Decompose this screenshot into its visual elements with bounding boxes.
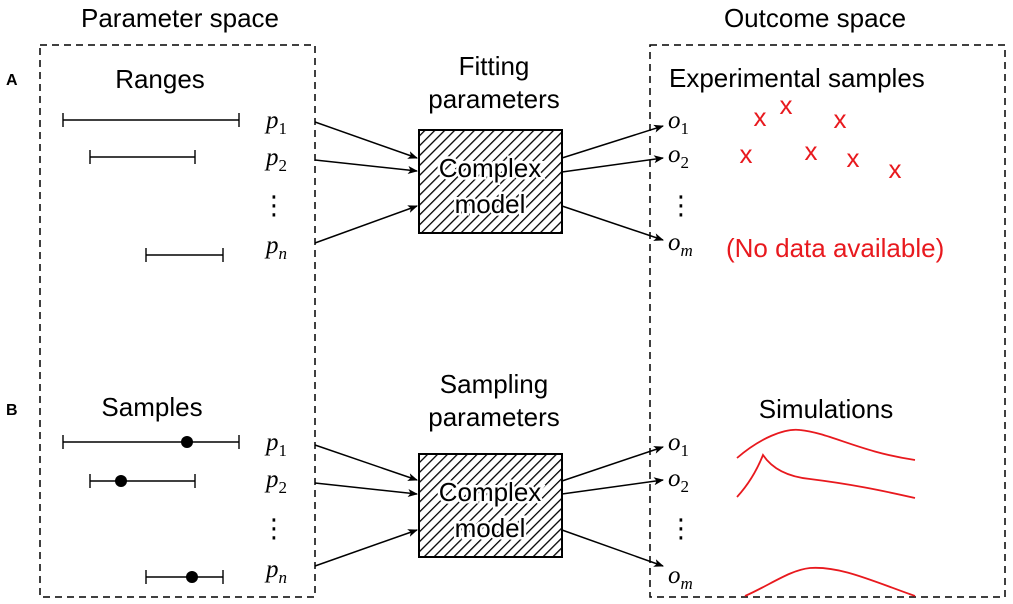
input-arrows-b [314, 444, 418, 567]
model-label-b-line2: model [455, 513, 526, 543]
simulations-title: Simulations [759, 394, 893, 424]
sample-bar-pn [145, 570, 224, 584]
simulation-curves [736, 428, 916, 597]
outcome-label-om-a: om [668, 229, 693, 260]
sampling-title-line2: parameters [428, 402, 560, 432]
complex-model-box-b [418, 453, 563, 558]
sample-bar-p1 [62, 435, 240, 449]
param-label-p2: p2 [264, 144, 287, 175]
outcome-dots-a: ⋮ [668, 190, 694, 220]
sample-marker: x [740, 139, 753, 169]
sample-point-p2 [115, 475, 127, 487]
outcome-label-o2-a: o2 [668, 141, 689, 172]
ranges-title: Ranges [115, 64, 205, 94]
output-arrows-b [561, 446, 664, 567]
sample-point-pn [186, 571, 198, 583]
sample-marker: x [805, 136, 818, 166]
complex-model-box-a [418, 129, 563, 234]
param-dots: ⋮ [261, 190, 287, 220]
parameter-space-box [39, 44, 316, 598]
outcome-label-om-b: om [668, 562, 693, 593]
range-bar-p1 [62, 113, 240, 127]
range-bar-p2 [89, 150, 196, 164]
no-data-note: (No data available) [726, 233, 944, 263]
output-arrows-a [561, 124, 664, 241]
sample-marker: x [889, 154, 902, 184]
sample-marker: x [754, 102, 767, 132]
sample-marker: x [847, 143, 860, 173]
simulation-curve-om [744, 566, 916, 597]
param-label-p1: p1 [264, 107, 287, 138]
outcome-label-o1-a: o1 [668, 107, 689, 138]
outcome-label-o2-b: o2 [668, 465, 689, 496]
outcome-dots-b: ⋮ [668, 513, 694, 543]
input-arrows-a [314, 121, 418, 244]
simulation-curve-o1 [736, 428, 916, 461]
model-label-a-line1: Complex [439, 153, 542, 183]
sample-point-p1 [181, 436, 193, 448]
model-label-b-line1: Complex [439, 477, 542, 507]
sampling-title-line1: Sampling [440, 369, 548, 399]
panel-b-letter: B [6, 402, 18, 419]
outcome-space-box [649, 44, 1006, 598]
param-label-pn-b: pn [264, 556, 287, 587]
experimental-samples-title: Experimental samples [669, 63, 925, 93]
sample-marker: x [834, 104, 847, 134]
param-label-pn: pn [264, 232, 287, 263]
param-label-p1-b: p1 [264, 429, 287, 460]
sample-marker: x [780, 90, 793, 120]
fitting-title-line1: Fitting [459, 51, 530, 81]
experimental-sample-markers: x x x x x x x [740, 90, 902, 184]
sample-bar-p2 [89, 474, 196, 488]
range-bar-pn [145, 248, 224, 262]
outcome-space-header: Outcome space [724, 3, 906, 33]
model-label-a-line2: model [455, 189, 526, 219]
panel-a-letter: A [6, 72, 18, 89]
parameter-space-header: Parameter space [81, 3, 279, 33]
param-label-p2-b: p2 [264, 466, 287, 497]
simulation-curve-o2 [736, 453, 916, 499]
outcome-label-o1-b: o1 [668, 429, 689, 460]
samples-title: Samples [101, 392, 202, 422]
param-dots-b: ⋮ [261, 513, 287, 543]
fitting-title-line2: parameters [428, 84, 560, 114]
